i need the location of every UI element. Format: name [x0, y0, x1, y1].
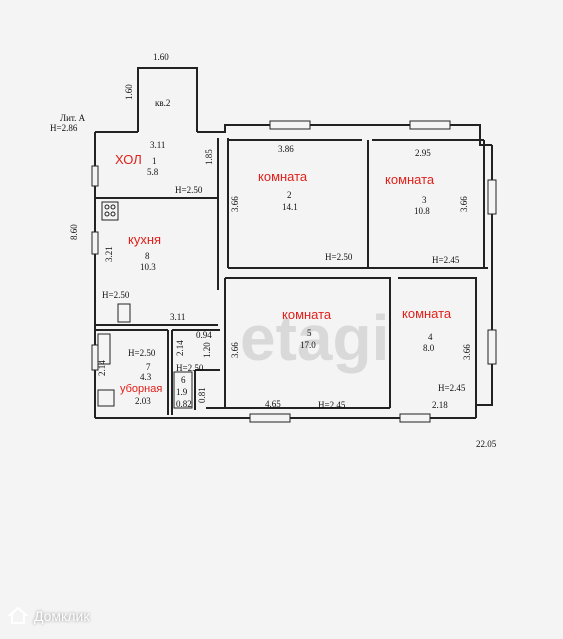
hall-number: 1	[152, 156, 157, 166]
room2-label: комната	[258, 169, 308, 184]
logo-text: Домклик	[34, 608, 90, 624]
room5-width: 4.65	[265, 399, 281, 409]
room5-ceiling: H=2.45	[318, 400, 346, 410]
vestibule-height: 1.60	[124, 84, 134, 100]
lit-label: Лит. А	[60, 113, 86, 123]
fixtures	[97, 201, 193, 409]
room6-number: 6	[181, 375, 186, 385]
room4-height: 3.66	[462, 344, 472, 360]
hall-label: ХОЛ	[115, 152, 142, 167]
room4-label: комната	[402, 306, 452, 321]
room2-width: 3.86	[278, 144, 294, 154]
small-width: 0.82	[176, 399, 192, 409]
hall-ceiling: H=2.50	[175, 185, 203, 195]
lit-height: H=2.86	[50, 123, 78, 133]
kitchen-label: кухня	[128, 232, 161, 247]
wc-ceiling-1: H=2.50	[128, 348, 156, 358]
apartment-number: кв.2	[155, 98, 170, 108]
wc-width: 2.03	[135, 396, 151, 406]
hall-height: 1.85	[204, 149, 214, 165]
room3-width: 2.95	[415, 148, 431, 158]
room2-number: 2	[287, 190, 292, 200]
room4-ceiling: H=2.45	[438, 383, 466, 393]
room3-height: 3.66	[459, 196, 469, 212]
room2-ceiling: H=2.50	[325, 252, 353, 262]
room3-label: комната	[385, 172, 435, 187]
wc-label: уборная	[120, 383, 162, 395]
room3-area: 10.8	[414, 206, 430, 216]
domclick-logo: Домклик	[8, 604, 89, 628]
overall-height: 8.60	[69, 224, 79, 240]
room6-ceiling: H=2.50	[176, 363, 204, 373]
bath-height-1: 2.14	[175, 340, 185, 356]
wc-height: 2.14	[97, 360, 107, 376]
room4-area: 8.0	[423, 343, 435, 353]
room5-area: 17.0	[300, 340, 316, 350]
room5-height: 3.66	[230, 342, 240, 358]
watermark: etagi	[240, 302, 389, 374]
bath-height-2: 1.20	[202, 342, 212, 358]
room5-number: 5	[307, 328, 312, 338]
vestibule-width: 1.60	[153, 52, 169, 62]
room4-width: 2.18	[432, 400, 448, 410]
room6-area: 1.9	[176, 387, 188, 397]
overall-width: 22.05	[476, 439, 497, 449]
wc-area: 4.3	[140, 372, 152, 382]
hall-area: 5.8	[147, 167, 159, 177]
room4-number: 4	[428, 332, 433, 342]
room5-label: комната	[282, 307, 332, 322]
wc-number: 7	[146, 362, 151, 372]
house-icon	[8, 606, 28, 624]
kitchen-ceiling: H=2.50	[102, 290, 130, 300]
kitchen-area: 10.3	[140, 262, 156, 272]
room3-number: 3	[422, 195, 427, 205]
room3-ceiling: H=2.45	[432, 255, 460, 265]
kitchen-height: 3.21	[104, 246, 114, 262]
room2-area: 14.1	[282, 202, 298, 212]
small-height: 0.81	[197, 387, 207, 403]
bath-width: 0.94	[196, 330, 212, 340]
kitchen-width: 3.11	[170, 312, 185, 322]
room2-height: 3.66	[230, 196, 240, 212]
kitchen-number: 8	[145, 251, 150, 261]
hall-width: 3.11	[150, 140, 165, 150]
